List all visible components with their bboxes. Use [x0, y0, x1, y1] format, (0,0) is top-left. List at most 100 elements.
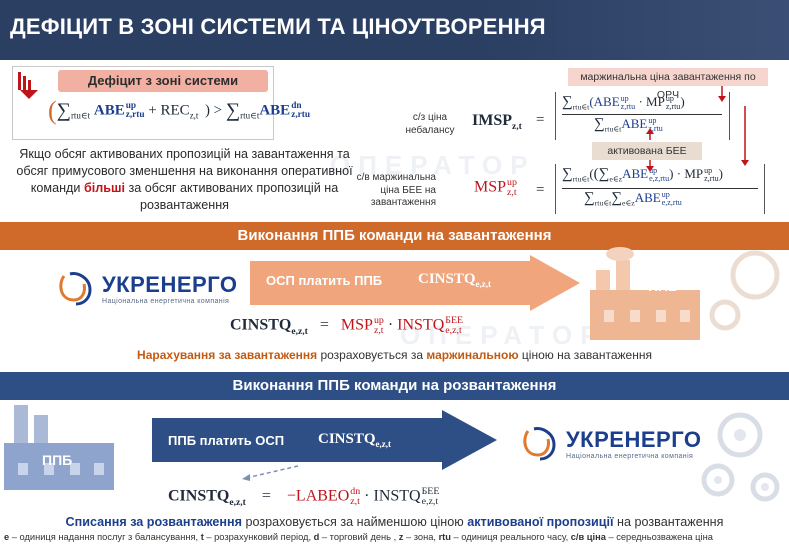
legend-e-text: – одиниця надання послуг з балансування,	[9, 532, 201, 542]
arrow1-sym-sub: e,z,t	[475, 279, 492, 289]
note-unload-p3: активованої пропозиції	[467, 515, 614, 529]
imsp-num-mp-sup: up	[665, 93, 674, 103]
note-load-p4: ціною на завантаження	[518, 348, 652, 362]
deficit-description: Якщо обсяг активованих пропозицій на зав…	[12, 146, 357, 214]
imsp-num-close: )	[680, 94, 685, 109]
deficit-desc-bold: більші	[83, 181, 125, 195]
legend-rtu: rtu	[438, 532, 451, 542]
arrow2-sym-text: CINSTQ	[318, 431, 376, 447]
paren-open: (	[48, 96, 57, 125]
formula-load-instq-sub: e,z,t	[445, 324, 462, 336]
msp-fraction-line	[562, 188, 758, 189]
arrow-ppb-pays-label: ППБ платить ОСП	[168, 433, 285, 448]
band-load-title: Виконання ППБ команди на завантаження	[237, 227, 552, 244]
msp-den-abe-sup: up	[661, 189, 670, 199]
arrow-osp-pays-label: ОСП платить ППБ	[266, 273, 383, 288]
imsp-num-mp: · MP	[638, 94, 665, 109]
formula-unload-labeo-sup: dn	[350, 486, 361, 497]
ukrenergo-logo-icon-bottom	[523, 427, 556, 461]
msp-den-abe: ABE	[634, 190, 661, 205]
msp-caption: с/в маржинальна ціна БЕЕ на завантаження	[356, 172, 436, 208]
formula-unload-lhs-sub: e,z,t	[229, 496, 246, 508]
formula-load-msp-sub: z,t	[373, 324, 384, 336]
legend-cv: с/в ціна	[570, 532, 606, 542]
logo-name-top: УКРЕНЕРГО	[102, 271, 238, 297]
formula-load-dot: ·	[387, 316, 394, 334]
msp-den-abe-sub: e,z,rtu	[661, 198, 682, 208]
imsp-den-sum-sub: rtu∈t	[604, 124, 622, 134]
legend-z: z	[398, 532, 404, 542]
imsp-num-abe-sub: z,rtu	[620, 102, 636, 112]
gears-icon-top	[709, 250, 780, 331]
legend-t: t	[200, 532, 204, 542]
power-plant-icon	[590, 247, 700, 340]
gt-sign: ) >	[204, 102, 223, 119]
deficit-desc-after: за обсяг активованих пропозицій на розва…	[124, 181, 339, 212]
imsp-eq: =	[536, 112, 545, 128]
msp-den-sum-rtu: rtu∈t	[594, 198, 612, 208]
page-title: ДЕФІЦИТ В ЗОНІ СИСТЕМИ ТА ЦІНОУТВОРЕННЯ	[10, 14, 546, 39]
sum-icon-msp-den-e: ∑	[611, 190, 623, 206]
deficit-desc-before: Якщо обсяг активованих пропозицій на зав…	[16, 147, 353, 195]
note-load-p3: маржинальною	[426, 348, 519, 362]
imsp-den-abe-sub: z,rtu	[648, 124, 663, 134]
gears-icon	[701, 412, 780, 502]
ppb-label-top: ППБ	[648, 278, 679, 294]
sum-icon-msp: ∑	[562, 166, 573, 182]
imsp-symbol-sub: z,t	[512, 121, 522, 133]
arrow-ppb-pays-symbol: CINSTQe,z,t	[318, 431, 391, 449]
dashed-arrow-icon	[242, 465, 299, 481]
abe-dn-sup: dn	[291, 100, 302, 111]
ukrenergo-logo-text-bottom: УКРЕНЕРГО Національна енергетична компан…	[566, 427, 702, 460]
sum-icon: ∑	[562, 94, 573, 110]
abe-dn: ABE	[259, 102, 291, 119]
ukrenergo-logo-top: УКРЕНЕРГО Національна енергетична компан…	[56, 270, 238, 306]
abe-up-sup: up	[125, 100, 137, 111]
legend-e: e	[4, 532, 10, 542]
sum-icon-msp-e: (∑	[593, 166, 610, 182]
abe-dn-sub: z,rtu	[291, 110, 311, 120]
ukrenergo-logo-bottom: УКРЕНЕРГО Національна енергетична компан…	[520, 425, 702, 461]
watermark-center: ОПЕРАТОР	[400, 320, 606, 350]
msp-num-sum-e: e∈z	[609, 174, 623, 184]
sum-sub: rtu∈t	[70, 110, 91, 121]
header-accent	[489, 0, 789, 60]
formula-load-msp-sup: up	[373, 315, 384, 326]
formula-load-msp: MSP	[340, 316, 373, 334]
formula-unload-instq: INSTQ	[373, 487, 421, 505]
sum-symbol-2: ∑	[225, 99, 241, 122]
imsp-symbol-text: IMSP	[472, 112, 512, 129]
band-unload: Виконання ППБ команди на розвантаження	[0, 372, 789, 400]
imsp-num-mp-sub: z,rtu	[665, 102, 681, 112]
msp-num-mp-sup: up	[704, 165, 713, 175]
note-unload-p2: розраховується за найменшою ціною	[241, 515, 468, 529]
formula-unload-lhs: CINSTQ	[168, 487, 230, 505]
formula-load-lhs-sub: e,z,t	[291, 325, 308, 337]
band-unload-title: Виконання ППБ команди на розвантаження	[232, 377, 557, 394]
deficit-pill: Дефіцит з зоні системи	[58, 70, 268, 92]
arrow-osp-pays-symbol: CINSTQe,z,t	[418, 271, 491, 289]
imsp-num-abe-sup: up	[620, 93, 629, 103]
imsp-symbol: IMSPz,t	[472, 112, 522, 132]
formula-unload-labeo-sub: z,t	[350, 495, 360, 507]
imsp-caption: с/з ціна небалансу	[405, 112, 455, 136]
formula-unload-eq: =	[261, 487, 271, 505]
abe-up-sub: z,rtu	[125, 110, 145, 120]
legend-d-text: – торговий день ,	[319, 532, 399, 542]
marginal-price-label: маржинальна ціна завантаження по ОРЧ	[568, 68, 768, 101]
legend-cv-text: – середньозважена ціна	[605, 532, 713, 542]
formula-load-instq-sup: БЕЕ	[445, 315, 464, 326]
abe-up: ABE	[93, 102, 125, 119]
